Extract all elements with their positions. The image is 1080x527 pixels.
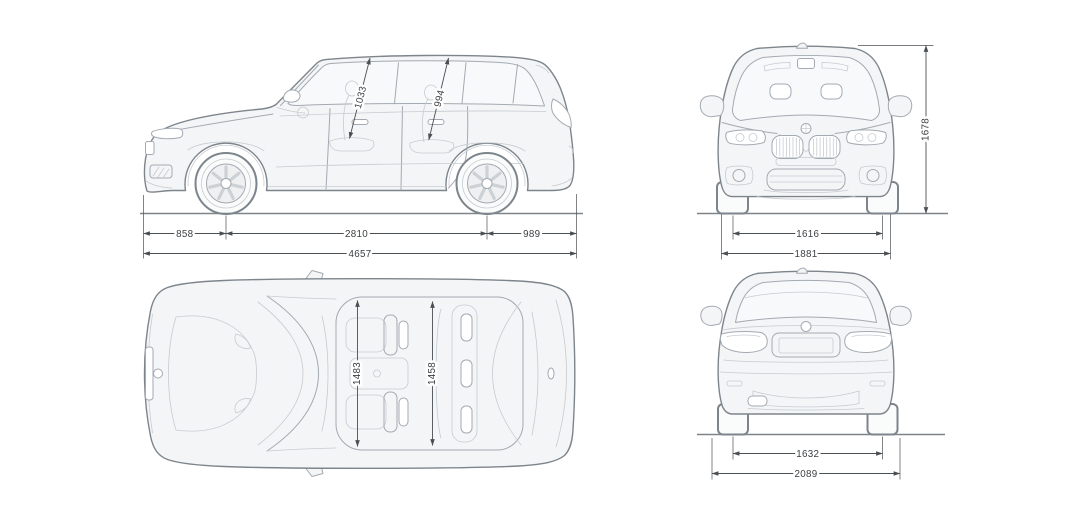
side-view: 1033 994 858 2810 989: [140, 54, 583, 263]
side-dimension-rows: 858 2810 989 4657: [143, 194, 577, 263]
taillight-side: [551, 98, 572, 128]
dim-overall-length: 4657: [143, 247, 577, 263]
rear-wheel: [455, 152, 519, 215]
rearview-mirror: [797, 58, 815, 69]
rear-view-car: [700, 267, 912, 436]
wheelbase-label: 2810: [345, 229, 368, 240]
roof-outline: [335, 296, 524, 451]
front-license-slot: [775, 157, 837, 166]
windshield: [731, 54, 881, 121]
right-side-mirror: [887, 95, 913, 118]
rear-view-details: [700, 291, 912, 411]
left-taillight: [719, 331, 768, 353]
rear-wheel-spokes: [469, 165, 505, 200]
bmw-roundel-rear: [800, 321, 812, 332]
kidney-grille-side: [145, 141, 155, 155]
dim-rear-headroom: 994: [428, 57, 450, 141]
center-air-intake: [766, 168, 846, 191]
bmw-roundel-hood: [153, 368, 163, 379]
right-fog-light: [866, 169, 880, 182]
steering-wheel: [297, 106, 309, 119]
shark-fin-antenna-top: [547, 367, 555, 380]
center-console: [349, 357, 409, 390]
rear-headrest-center: [460, 359, 473, 388]
left-reflector: [726, 380, 743, 387]
dim-front-overhang: 858: [143, 227, 227, 243]
left-headlight: [725, 129, 766, 146]
side-window-band: [287, 60, 545, 107]
front-dimension-rows: 1616 1881: [721, 214, 891, 263]
roof-antenna: [796, 42, 808, 49]
front-wheel-spokes: [208, 165, 244, 200]
dim-width-incl-mirrors: 2089: [711, 467, 901, 483]
passenger-headrest-top: [398, 397, 409, 427]
license-plate: [778, 337, 834, 354]
front-wheel: [194, 152, 258, 215]
rear-track-label: 1632: [796, 449, 819, 460]
windshield-top-edge: [266, 295, 319, 452]
overall-length-label: 4657: [349, 249, 372, 260]
front-lower-intake: [149, 164, 173, 179]
left-side-mirror: [699, 95, 725, 118]
headlight: [150, 127, 184, 140]
rear-left-mirror: [700, 305, 723, 326]
front-view-car: [699, 42, 913, 215]
dim-wheelbase: 2810: [225, 227, 488, 243]
width-incl-mirrors-label: 2089: [795, 469, 818, 480]
right-reflector: [869, 380, 886, 387]
side-view-car: [143, 54, 575, 215]
rear-overhang-label: 989: [523, 229, 540, 240]
rear-diffuser: [752, 390, 860, 408]
overall-height-label: 1678: [921, 118, 932, 141]
rear-view: 1632 2089: [697, 267, 945, 483]
dim-front-track: 1616: [732, 227, 883, 243]
driver-headrest: [769, 83, 792, 100]
body-width-label: 1881: [795, 249, 818, 260]
exhaust-tip: [747, 395, 768, 407]
front-view: 1616 1881 1678: [697, 42, 948, 263]
front-wheel-hub-roundel: [220, 178, 232, 189]
passenger-headrest: [820, 83, 843, 100]
driver-seat: [345, 317, 387, 353]
front-interior-width-label: 1483: [352, 362, 363, 385]
front-view-details: [699, 58, 913, 200]
rear-door-handle: [427, 119, 445, 125]
dim-body-width: 1881: [721, 247, 891, 263]
license-plate-recess: [771, 332, 841, 358]
rear-interior-width-label: 1458: [427, 362, 438, 385]
top-grille-strip: [145, 346, 154, 401]
dim-overall-height: 1678: [858, 45, 934, 214]
side-mirror: [282, 89, 301, 103]
rear-window: [735, 279, 877, 323]
dim-rear-track: 1632: [732, 447, 883, 463]
rear-roof-antenna: [796, 267, 808, 274]
rear-wheel-hub-roundel: [481, 178, 493, 189]
top-view-details: [145, 295, 567, 452]
rear-right-mirror: [889, 305, 912, 326]
dim-rear-overhang: 989: [486, 227, 577, 243]
rear-headrest-right: [460, 405, 473, 434]
dim-rear-interior-width: 1458: [425, 301, 441, 446]
front-track-label: 1616: [796, 229, 819, 240]
dim-front-interior-width: 1483: [350, 300, 366, 447]
top-view: 1483 1458: [143, 270, 576, 477]
left-fog-light: [732, 169, 746, 182]
driver-headrest-top: [398, 320, 409, 350]
rear-dimension-rows: 1632 2089: [711, 436, 901, 483]
rear-headrest-left: [460, 313, 473, 342]
passenger-seat: [345, 394, 387, 430]
right-taillight: [844, 331, 893, 353]
rear-bench: [451, 304, 478, 443]
right-headlight: [846, 129, 887, 146]
front-overhang-label: 858: [176, 229, 193, 240]
